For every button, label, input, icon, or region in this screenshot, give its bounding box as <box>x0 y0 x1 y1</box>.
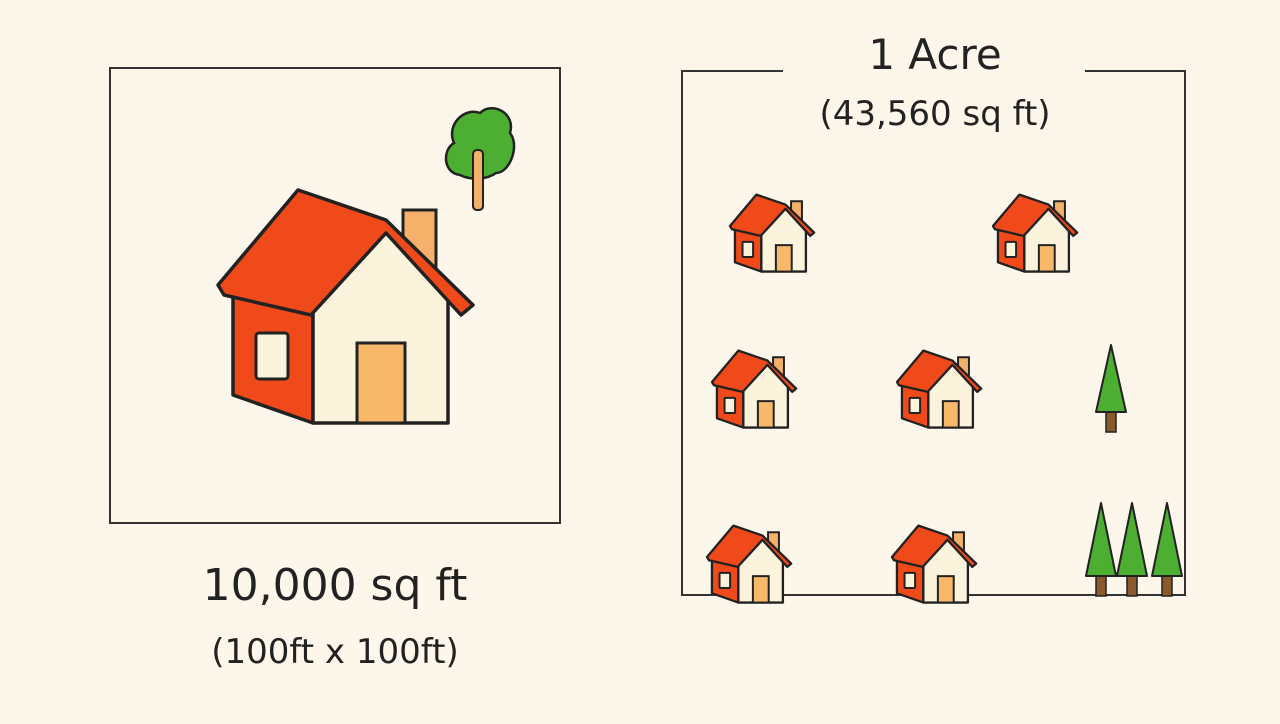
pine-tree-icon <box>1151 502 1183 597</box>
left-dimensions-label: (100ft x 100ft) <box>211 632 459 672</box>
right-plot-boundary <box>681 70 1186 596</box>
house-icon <box>216 188 475 425</box>
tree-icon <box>444 107 516 211</box>
acre-sq-ft-label: (43,560 sq ft) <box>819 94 1051 134</box>
pine-tree-icon <box>1085 502 1117 597</box>
left-plot-boundary <box>109 67 561 524</box>
small-house-icon <box>705 524 793 604</box>
pine-trees-group <box>1085 344 1183 597</box>
small-house-icon <box>728 193 816 273</box>
small-house-icon <box>710 349 798 429</box>
left-area-label: 10,000 sq ft <box>202 560 468 611</box>
pine-tree-icon <box>1116 502 1148 597</box>
small-house-icon <box>895 349 983 429</box>
small-house-icon <box>890 524 978 604</box>
small-house-icon <box>991 193 1079 273</box>
acre-title: 1 Acre <box>868 30 1002 79</box>
pine-tree-icon <box>1095 344 1127 433</box>
small-houses-group <box>705 193 1079 604</box>
